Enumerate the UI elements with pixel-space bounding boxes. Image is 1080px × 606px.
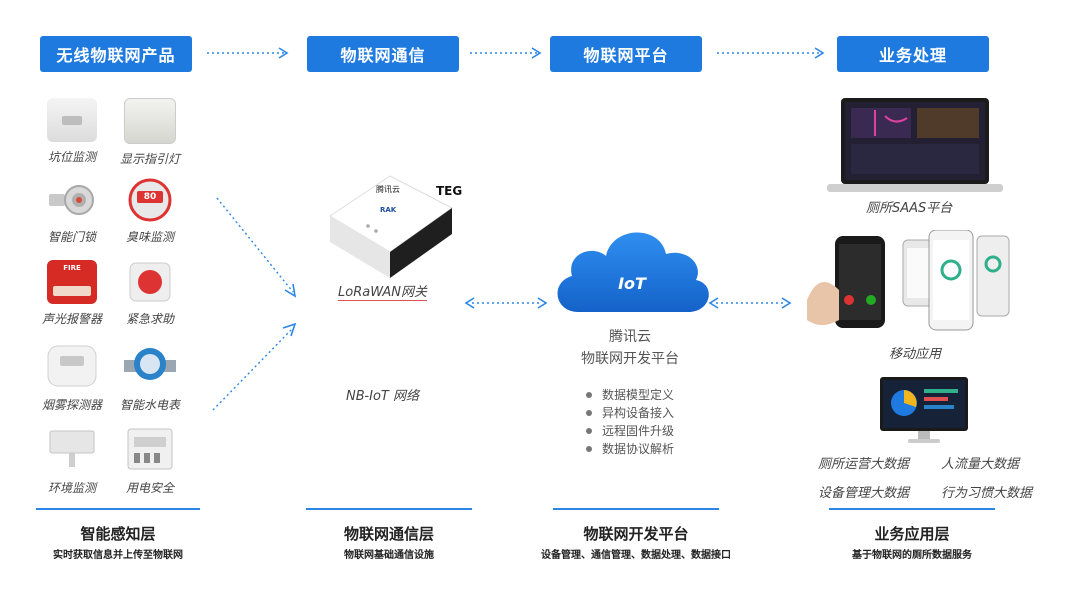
header-iot-communication: 物联网通信 <box>307 36 459 72</box>
gateway-cloud-arrow <box>464 297 548 309</box>
device-to-network-arrows <box>212 197 297 411</box>
flow-arrow-3 <box>717 47 825 59</box>
alarm-fire-text: FIRE <box>63 264 81 272</box>
cloud-badge: IoT <box>618 274 646 293</box>
layer-title-application: 业务应用层 <box>874 525 950 543</box>
gateway-brand: 腾讯云 <box>376 185 400 194</box>
device-label: 智能门锁 <box>47 230 96 244</box>
layer-subtitle-application: 基于物联网的厕所数据服务 <box>852 550 972 561</box>
nbiot-label: NB-IoT 网络 <box>346 389 419 404</box>
layer-title-communication: 物联网通信层 <box>343 525 434 543</box>
big-data-behavior: 行为习惯大数据 <box>941 486 1033 501</box>
flow-arrow-1 <box>207 47 289 59</box>
guide-light-icon <box>124 98 176 144</box>
smart-lock-icon <box>49 185 94 215</box>
environment-sensor-icon <box>49 430 95 467</box>
layer-subtitle-communication: 物联网基础通信设施 <box>344 550 434 561</box>
layer-title-perception: 智能感知层 <box>80 525 156 543</box>
header-business-processing: 业务处理 <box>837 36 989 72</box>
big-data-traffic: 人流量大数据 <box>941 457 1020 472</box>
device-smoke-detector: 烟雾探测器 <box>32 342 112 413</box>
feature-item: 数据模型定义 <box>586 386 674 403</box>
device-smart-lock: 智能门锁 <box>32 178 112 245</box>
feature-item: 远程固件升级 <box>586 422 674 439</box>
device-label: 环境监测 <box>47 481 96 495</box>
big-data-ops: 厕所运营大数据 <box>818 457 910 472</box>
device-label: 烟雾探测器 <box>41 398 102 412</box>
layer-subtitle-perception: 实时获取信息并上传至物联网 <box>53 550 183 561</box>
emergency-button-icon <box>129 262 171 302</box>
layer-divider <box>306 508 472 510</box>
stall-sensor-icon <box>47 98 97 142</box>
smoke-detector-icon <box>47 345 97 387</box>
big-data-equipment: 设备管理大数据 <box>818 486 910 501</box>
device-label: 紧急求助 <box>125 312 174 326</box>
gateway-sub-brand: RAK <box>380 206 397 214</box>
cloud-business-arrow <box>708 297 792 309</box>
alarm-icon <box>47 260 97 304</box>
device-label: 臭味监测 <box>125 230 174 244</box>
device-smart-meter: 智能水电表 <box>110 342 190 413</box>
power-meter-icon <box>127 428 173 470</box>
device-guide-light: 显示指引灯 <box>110 98 190 167</box>
mobile-label: 移动应用 <box>889 347 942 362</box>
lorawan-gateway-icon <box>329 175 453 278</box>
layer-subtitle-platform: 设备管理、通信管理、数据处理、数据接口 <box>541 550 731 561</box>
header-iot-platform: 物联网平台 <box>550 36 702 72</box>
cloud-feature-list: 数据模型定义 异构设备接入 远程固件升级 数据协议解析 <box>586 386 674 458</box>
layer-divider <box>36 508 200 510</box>
device-label: 用电安全 <box>125 481 174 495</box>
gateway-model: TEG <box>436 184 463 198</box>
flow-arrow-2 <box>470 47 542 59</box>
water-meter-icon <box>124 348 176 380</box>
device-emergency-help: 紧急求助 <box>110 260 190 327</box>
device-odor-monitor: 80 臭味监测 <box>110 178 190 245</box>
device-power-safety: 用电安全 <box>110 425 190 496</box>
device-label: 坑位监测 <box>47 150 96 164</box>
layer-title-platform: 物联网开发平台 <box>583 525 689 543</box>
layer-divider <box>553 508 719 510</box>
device-label: 智能水电表 <box>119 398 180 412</box>
iot-cloud-icon <box>557 232 709 312</box>
feature-item: 异构设备接入 <box>586 404 674 421</box>
device-label: 显示指引灯 <box>119 152 180 166</box>
gateway-label: LoRaWAN网关 <box>338 281 428 301</box>
cloud-name: 腾讯云 <box>609 329 651 345</box>
device-label: 声光报警器 <box>41 312 102 326</box>
cloud-subtitle: 物联网开发平台 <box>581 351 679 367</box>
monitor-icon <box>880 377 968 443</box>
device-environment-monitor: 环境监测 <box>32 425 112 496</box>
header-wireless-products: 无线物联网产品 <box>40 36 192 72</box>
odor-display-value: 80 <box>143 192 157 202</box>
feature-item: 数据协议解析 <box>586 440 674 457</box>
odor-sensor-icon <box>128 178 172 222</box>
saas-laptop-icon <box>827 98 1003 192</box>
device-sound-light-alarm: FIRE 声光报警器 <box>32 260 112 327</box>
saas-label: 厕所SAAS平台 <box>866 201 953 216</box>
mobile-phones-icon <box>807 230 1010 331</box>
layer-divider <box>829 508 995 510</box>
device-stall-monitor: 坑位监测 <box>32 98 112 165</box>
